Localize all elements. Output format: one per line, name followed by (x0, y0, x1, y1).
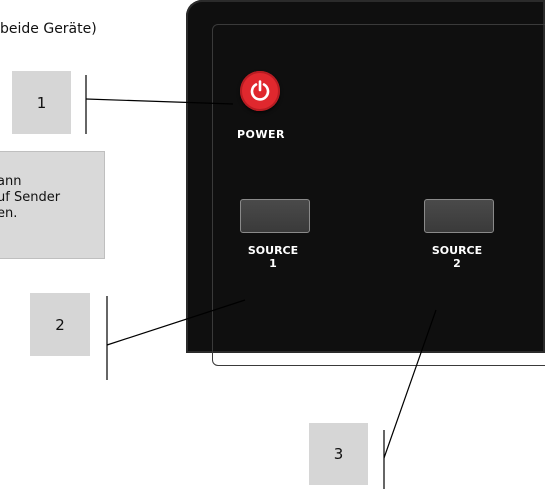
power-button[interactable] (240, 71, 280, 111)
partial-heading-text: beide Geräte) (0, 21, 97, 37)
note-line-2: uf Sender (0, 190, 61, 205)
note-line-1: ann (0, 174, 22, 189)
power-label: POWER (236, 128, 286, 141)
callout-1-leader (85, 98, 234, 105)
instruction-note-box: ann uf Sender en. (0, 151, 105, 259)
power-icon (250, 80, 270, 101)
source-2-label-text: SOURCE (431, 244, 483, 257)
source-2-label-number: 2 (453, 257, 461, 270)
source-1-label-text: SOURCE (247, 244, 299, 257)
source-1-label-number: 1 (269, 257, 277, 270)
device-panel (186, 0, 545, 366)
note-line-3: en. (0, 206, 18, 221)
callout-3: 3 (309, 423, 368, 485)
device-inner-frame (212, 24, 545, 366)
source-1-button[interactable] (240, 199, 310, 233)
callout-1: 1 (12, 71, 71, 134)
source-1-label: SOURCE 1 (233, 244, 313, 270)
callout-3-leader (383, 309, 437, 459)
callout-2-leader (106, 299, 246, 346)
source-2-button[interactable] (424, 199, 494, 233)
source-2-label: SOURCE 2 (417, 244, 497, 270)
callout-2: 2 (30, 293, 90, 356)
